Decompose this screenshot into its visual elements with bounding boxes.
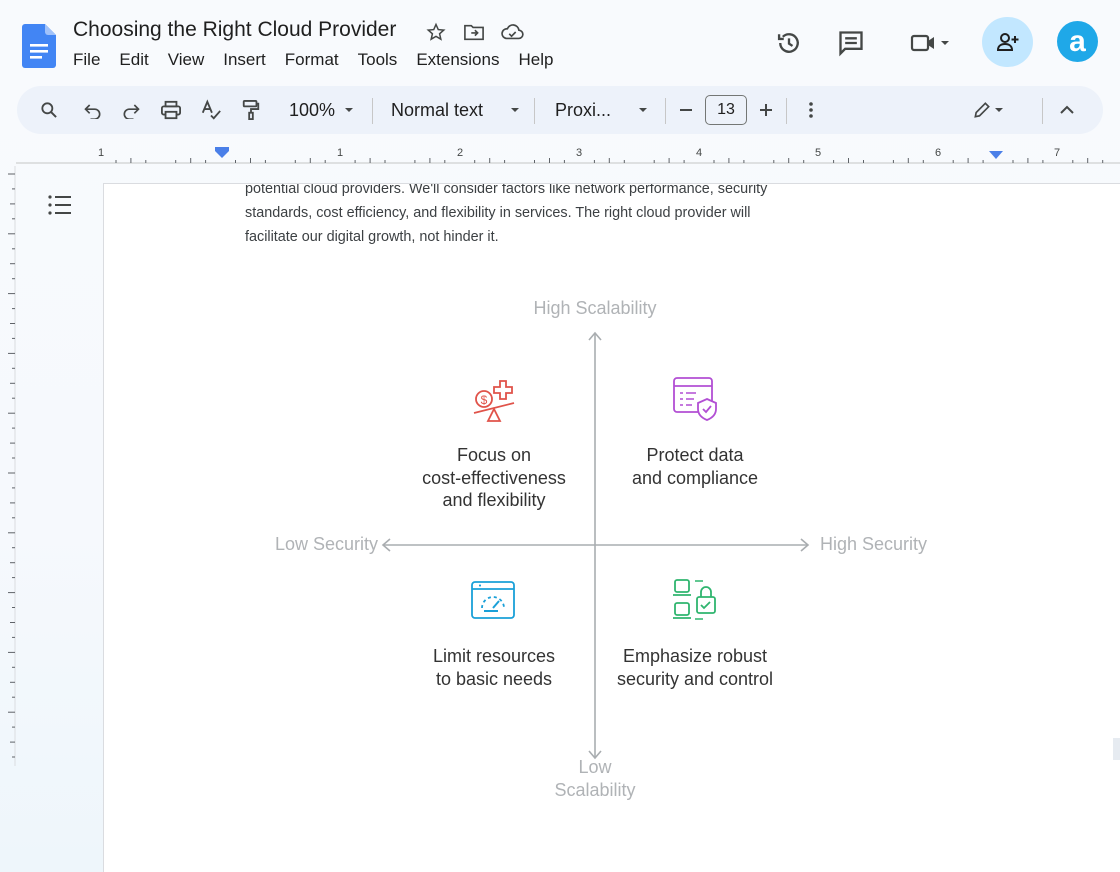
menu-format[interactable]: Format — [285, 50, 349, 70]
divider — [665, 98, 666, 124]
ruler-number: 3 — [576, 147, 582, 159]
pencil-icon — [972, 100, 992, 120]
ruler-number: 5 — [815, 147, 821, 159]
paint-format-icon[interactable] — [239, 86, 263, 134]
font-family-value: Proxi... — [555, 100, 611, 121]
axis-label-left: Low Security — [248, 534, 378, 555]
zoom-select[interactable]: 100% — [279, 86, 365, 134]
chevron-down-icon — [335, 105, 355, 115]
increase-font-size-button[interactable] — [755, 86, 777, 134]
account-avatar[interactable]: a — [1057, 21, 1098, 62]
vertical-ruler-ticks — [8, 174, 15, 757]
locked-devices-icon — [671, 577, 719, 625]
ruler-number: 2 — [457, 147, 463, 159]
divider — [534, 98, 535, 124]
editing-mode-button[interactable] — [965, 86, 1013, 134]
search-menus-icon[interactable] — [37, 86, 61, 134]
svg-text:$: $ — [481, 393, 488, 407]
axis-label-bottom-line1: Low — [495, 757, 695, 778]
video-camera-icon — [909, 31, 939, 55]
undo-icon[interactable] — [81, 86, 105, 134]
plus-icon — [758, 102, 774, 118]
font-family-select[interactable]: Proxi... — [553, 86, 651, 134]
document-title[interactable]: Choosing the Right Cloud Provider — [73, 18, 396, 42]
horizontal-ruler[interactable]: 1 1 2 3 4 5 6 7 — [0, 140, 1120, 166]
share-button[interactable] — [982, 17, 1033, 67]
quadrant-text-line: and flexibility — [384, 489, 604, 512]
menu-help[interactable]: Help — [518, 50, 563, 70]
quadrant-text-line: Protect data — [585, 444, 805, 467]
quadrant-text-line: Focus on — [384, 444, 604, 467]
menu-bar: File Edit View Insert Format Tools Exten… — [73, 50, 572, 70]
quadrant-text-line: Limit resources — [384, 645, 604, 668]
quadrant-text-line: Emphasize robust — [585, 645, 805, 668]
hide-menus-icon[interactable] — [1055, 86, 1079, 134]
font-size-input[interactable]: 13 — [705, 95, 747, 125]
quadrant-top-left: Focus on cost-effectiveness and flexibil… — [384, 444, 604, 512]
ruler-number: 7 — [1054, 147, 1060, 159]
toolbar: 100% Normal text Proxi... 13 — [17, 86, 1103, 134]
meet-button[interactable] — [902, 28, 958, 58]
cost-scale-icon: $ — [470, 377, 518, 425]
quadrant-text-line: to basic needs — [384, 668, 604, 691]
quadrant-text-line: cost-effectiveness — [384, 467, 604, 490]
menu-extensions[interactable]: Extensions — [416, 50, 509, 70]
cloud-saved-icon[interactable] — [500, 20, 524, 44]
docs-logo-icon[interactable] — [22, 24, 56, 68]
chevron-down-icon — [637, 105, 649, 115]
axis-label-top: High Scalability — [495, 298, 695, 319]
priority-matrix[interactable]: High Scalability Low Scalability Low Sec… — [104, 184, 1120, 872]
more-options-icon[interactable] — [800, 86, 822, 134]
menu-view[interactable]: View — [168, 50, 215, 70]
print-icon[interactable] — [159, 86, 183, 134]
menu-edit[interactable]: Edit — [119, 50, 158, 70]
axis-label-right: High Security — [820, 534, 950, 555]
ruler-ticks — [116, 158, 1103, 163]
quadrant-text-line: security and control — [585, 668, 805, 691]
vertical-ruler[interactable] — [0, 166, 16, 766]
divider — [1042, 98, 1043, 124]
divider — [372, 98, 373, 124]
minus-icon — [678, 102, 694, 118]
menu-insert[interactable]: Insert — [223, 50, 276, 70]
axis-label-bottom-line2: Scalability — [495, 780, 695, 801]
right-indent-marker — [989, 151, 1003, 159]
quadrant-text-line: and compliance — [585, 467, 805, 490]
move-folder-icon[interactable] — [462, 20, 486, 44]
quadrant-bottom-right: Emphasize robust security and control — [585, 645, 805, 690]
menu-file[interactable]: File — [73, 50, 110, 70]
zoom-value: 100% — [289, 100, 335, 121]
paragraph-style-select[interactable]: Normal text — [389, 86, 523, 134]
divider — [786, 98, 787, 124]
left-indent-marker — [215, 147, 229, 158]
spellcheck-icon[interactable] — [199, 86, 223, 134]
quadrant-top-right: Protect data and compliance — [585, 444, 805, 489]
chevron-down-icon — [992, 105, 1006, 115]
redo-icon[interactable] — [119, 86, 143, 134]
document-outline-icon[interactable] — [46, 193, 74, 217]
ruler-number: 1 — [337, 147, 343, 159]
add-person-icon — [995, 31, 1021, 53]
ruler-number: 1 — [98, 147, 104, 159]
chevron-down-icon — [939, 38, 951, 48]
comments-icon[interactable] — [836, 28, 866, 58]
secure-document-icon — [671, 375, 719, 423]
ruler-number: 4 — [696, 147, 702, 159]
decrease-font-size-button[interactable] — [675, 86, 697, 134]
star-icon[interactable] — [424, 20, 448, 44]
quadrant-bottom-left: Limit resources to basic needs — [384, 645, 604, 690]
menu-tools[interactable]: Tools — [358, 50, 408, 70]
resource-gauge-icon — [470, 578, 518, 626]
ruler-number: 6 — [935, 147, 941, 159]
scrollbar-thumb[interactable] — [1113, 738, 1120, 760]
title-actions — [424, 20, 524, 44]
version-history-icon[interactable] — [774, 28, 804, 58]
paragraph-style-value: Normal text — [391, 100, 483, 121]
chevron-down-icon — [509, 105, 521, 115]
document-page[interactable]: potential cloud providers. We'll conside… — [103, 183, 1120, 872]
